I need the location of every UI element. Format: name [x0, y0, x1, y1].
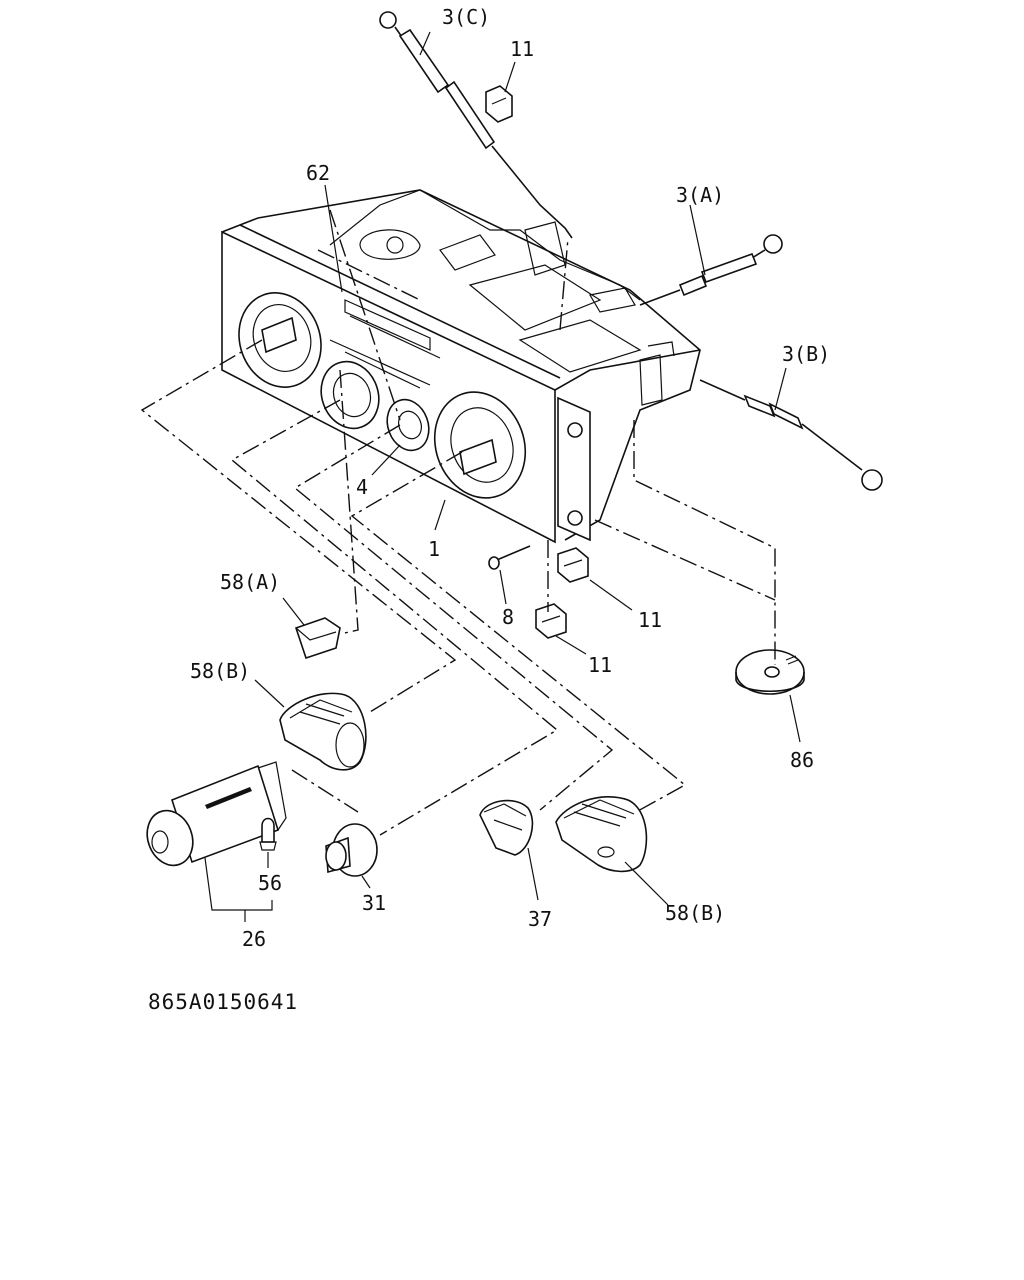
cable-3c: [379, 11, 573, 239]
knob-58b-left: [279, 692, 367, 771]
cable-3a: [639, 234, 783, 306]
assembly-guide-lines: [140, 209, 776, 836]
callout-58a: 58(A): [220, 570, 280, 594]
blower-switch-26: [146, 761, 287, 867]
clip-11-mid: [557, 547, 589, 583]
callout-86: 86: [790, 748, 814, 772]
callout-58b-right: 58(B): [665, 901, 725, 925]
callout-26: 26: [242, 927, 266, 951]
knob-58a: [294, 617, 341, 660]
bulb-56: [259, 817, 277, 851]
control-panel-assembly: [221, 189, 701, 544]
callout-11-low: 11: [588, 653, 612, 677]
callout-3a: 3(A): [676, 183, 724, 207]
callout-3c: 3(C): [442, 5, 490, 29]
clip-11-top: [485, 85, 513, 123]
callout-3b: 3(B): [782, 342, 830, 366]
disc-86: [735, 649, 805, 695]
knob-58b-right: [555, 796, 648, 873]
clip-11-low: [535, 603, 567, 639]
screw-8: [488, 545, 531, 570]
leader-lines: [204, 31, 801, 922]
callout-labels: 3(C) 11 62 3(A) 3(B) 4 1 8 11 11 58(A) 5…: [190, 5, 830, 951]
callout-58b-left: 58(B): [190, 659, 250, 683]
callout-1: 1: [428, 537, 440, 561]
callout-62: 62: [306, 161, 330, 185]
callout-11-mid: 11: [638, 608, 662, 632]
knob-31: [325, 823, 378, 877]
callout-8: 8: [502, 605, 514, 629]
callout-56: 56: [258, 871, 282, 895]
knob-37: [479, 799, 534, 856]
callout-31: 31: [362, 891, 386, 915]
cable-3b: [699, 379, 883, 491]
drawing-id: 865A0150641: [148, 990, 299, 1014]
callout-37: 37: [528, 907, 552, 931]
callout-4: 4: [356, 475, 368, 499]
callout-11-top: 11: [510, 37, 534, 61]
